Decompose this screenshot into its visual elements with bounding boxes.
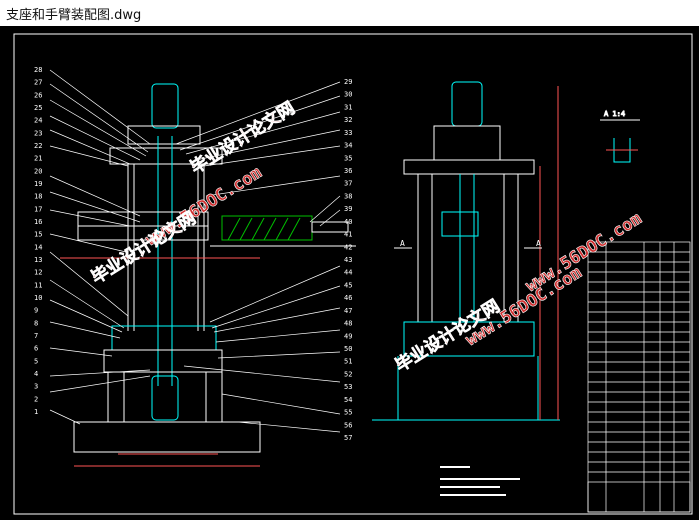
callout-number: 36 [344,167,352,175]
callout-number: 1 [34,408,38,416]
callout-number: 37 [344,180,352,188]
top-plate [109,147,223,165]
callout-number: 14 [34,243,42,251]
cad-drawing: 2827262524232221201918171615141312111098… [13,33,693,515]
callout-number: 56 [344,421,352,429]
callout-number: 20 [34,167,42,175]
file-title: 支座和手臂装配图.dwg [6,8,142,23]
callout-number: 44 [344,269,352,277]
section-a-left: A [400,239,405,248]
side-carriage [441,211,479,237]
callout-number: 39 [344,205,352,213]
foot-plate [73,421,261,453]
callout-number: 47 [344,307,352,315]
notes-block [440,466,520,496]
callout-number: 45 [344,281,352,289]
callout-number: 28 [34,66,42,74]
callout-number: 53 [344,383,352,391]
callout-number: 52 [344,370,352,378]
side-top-plate [403,159,535,175]
callout-number: 7 [34,332,38,340]
front-view [60,83,261,467]
section-a-right: A [536,239,541,248]
callout-number: 55 [344,409,352,417]
side-view [372,81,560,421]
parts-list [587,241,691,513]
callouts-left: 2827262524232221201918171615141312111098… [34,66,42,416]
callout-number: 42 [344,243,352,251]
callout-number: 38 [344,192,352,200]
callout-number: 18 [34,193,42,201]
motor-cap [151,83,179,129]
callout-number: 15 [34,231,42,239]
watermark-url: www.56DOC.com [522,209,645,296]
section-detail: A 1:4 [600,110,640,163]
callout-number: 33 [344,129,352,137]
callout-number: 4 [34,370,38,378]
callout-number: 46 [344,294,352,302]
callout-number: 25 [34,104,42,112]
callouts-right: 29 30 31 32 33 34 35 36 37 38 39 40 41 42 43 44 45 46 47 48… [344,78,352,442]
callout-number: 21 [34,155,42,163]
callout-number: 51 [344,358,352,366]
callout-number: 2 [34,395,38,403]
callout-number: 23 [34,129,42,137]
callout-number: 9 [34,307,38,315]
callout-number: 24 [34,117,42,125]
watermarks: www.56DOC.com www.56DOC.com www.56DOC.co… [87,97,646,376]
callout-number: 22 [34,142,42,150]
callout-number: 50 [344,345,352,353]
callout-number: 5 [34,357,38,365]
callout-number: 12 [34,269,42,277]
callout-number: 35 [344,154,352,162]
callout-number: 34 [344,142,352,150]
side-motor [451,81,483,127]
arm-extension [210,215,356,247]
title-bar: 支座和手臂装配图.dwg [0,0,699,26]
motor-flange [127,125,201,145]
callout-number: 13 [34,256,42,264]
watermark-cn: 毕业设计论文网 [187,97,299,178]
callout-number: 19 [34,180,42,188]
callout-number: 6 [34,345,38,353]
callout-number: 27 [34,79,42,87]
callout-number: 40 [344,218,352,226]
callout-number: 26 [34,91,42,99]
callout-number: 17 [34,205,42,213]
callout-number: 11 [34,281,42,289]
callout-number: 10 [34,294,42,302]
callout-number: 57 [344,434,352,442]
callout-number: 49 [344,332,352,340]
callout-number: 41 [344,231,352,239]
watermark-cn: 毕业设计论文网 [88,207,200,288]
callout-number: 31 [344,103,352,111]
leader-lines-left [49,69,151,425]
callout-number: 48 [344,320,352,328]
callout-number: 43 [344,256,352,264]
callout-number: 29 [344,78,352,86]
sheet-border [13,33,693,515]
callout-number: 32 [344,116,352,124]
callout-number: 8 [34,319,38,327]
callout-number: 54 [344,396,352,404]
leader-lines-right [175,81,341,433]
callout-number: 3 [34,383,38,391]
callout-number: 30 [344,91,352,99]
section-marks: A A [394,239,542,249]
base-housing [103,349,223,373]
section-detail-label: A 1:4 [604,110,625,118]
callout-number: 16 [34,218,42,226]
